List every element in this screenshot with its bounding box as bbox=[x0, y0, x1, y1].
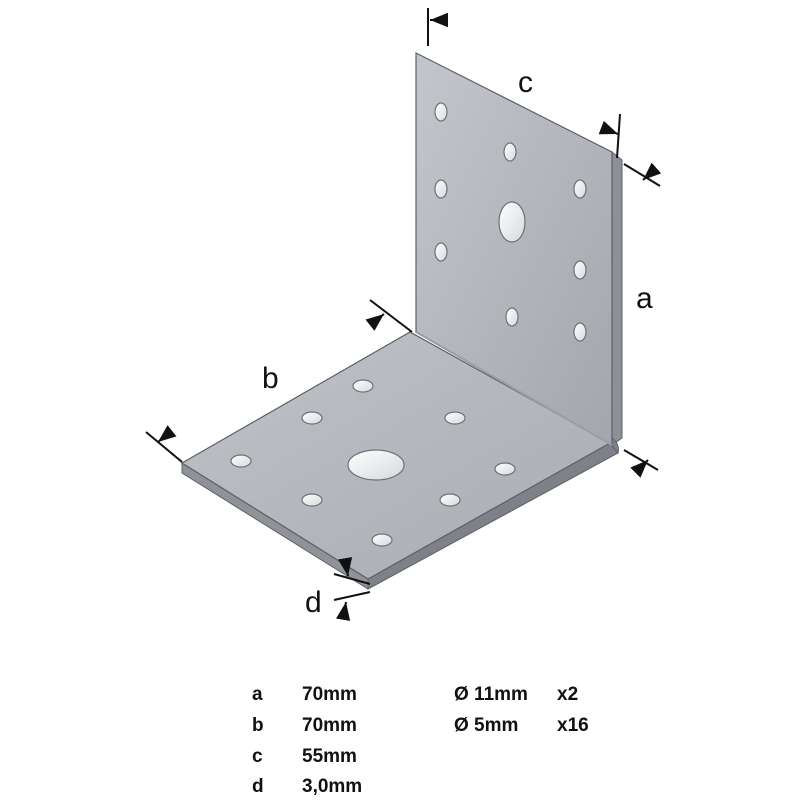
small-hole bbox=[434, 102, 448, 122]
spec-value-a: 70mm bbox=[302, 684, 357, 705]
large-hole-diameter: Ø 11mm bbox=[454, 684, 528, 705]
dimension-label-d: d bbox=[305, 586, 322, 619]
small-hole bbox=[439, 493, 461, 507]
dimension-a bbox=[623, 162, 662, 478]
small-hole bbox=[301, 411, 323, 425]
vertical-plate bbox=[415, 52, 623, 455]
angle-bracket-diagram: c a b d bbox=[145, 8, 662, 621]
small-hole bbox=[494, 462, 516, 476]
small-hole bbox=[434, 242, 448, 262]
vertical-plate-holes bbox=[434, 102, 587, 342]
small-hole bbox=[573, 179, 587, 199]
small-hole bbox=[434, 179, 448, 199]
small-hole bbox=[573, 260, 587, 280]
spec-value-b: 70mm bbox=[302, 715, 357, 736]
small-hole-diameter: Ø 5mm bbox=[454, 715, 519, 736]
small-hole bbox=[573, 322, 587, 342]
dimension-label-c: c bbox=[518, 66, 533, 99]
spec-value-c: 55mm bbox=[302, 746, 357, 767]
dimension-label-a: a bbox=[636, 282, 653, 315]
small-hole bbox=[352, 379, 374, 393]
small-hole bbox=[371, 533, 393, 547]
large-hole bbox=[347, 449, 405, 481]
small-hole bbox=[301, 493, 323, 507]
small-hole bbox=[230, 454, 252, 468]
small-hole bbox=[505, 307, 519, 327]
horizontal-plate-holes bbox=[230, 379, 516, 547]
vertical-plate-side-edge bbox=[611, 150, 623, 446]
dimension-label-b: b bbox=[262, 362, 279, 395]
small-hole bbox=[444, 411, 466, 425]
small-hole-count: x16 bbox=[557, 715, 589, 736]
spec-key-a: a bbox=[252, 684, 263, 705]
spec-key-d: d bbox=[252, 776, 264, 797]
dimension-d bbox=[333, 557, 371, 621]
spec-key-c: c bbox=[252, 746, 263, 767]
large-hole bbox=[498, 201, 526, 243]
dimension-b bbox=[145, 299, 413, 463]
large-hole-count: x2 bbox=[557, 684, 579, 705]
spec-value-d: 3,0mm bbox=[302, 776, 363, 797]
dimension-c bbox=[427, 8, 621, 159]
spec-key-b: b bbox=[252, 715, 264, 736]
small-hole bbox=[503, 142, 517, 162]
